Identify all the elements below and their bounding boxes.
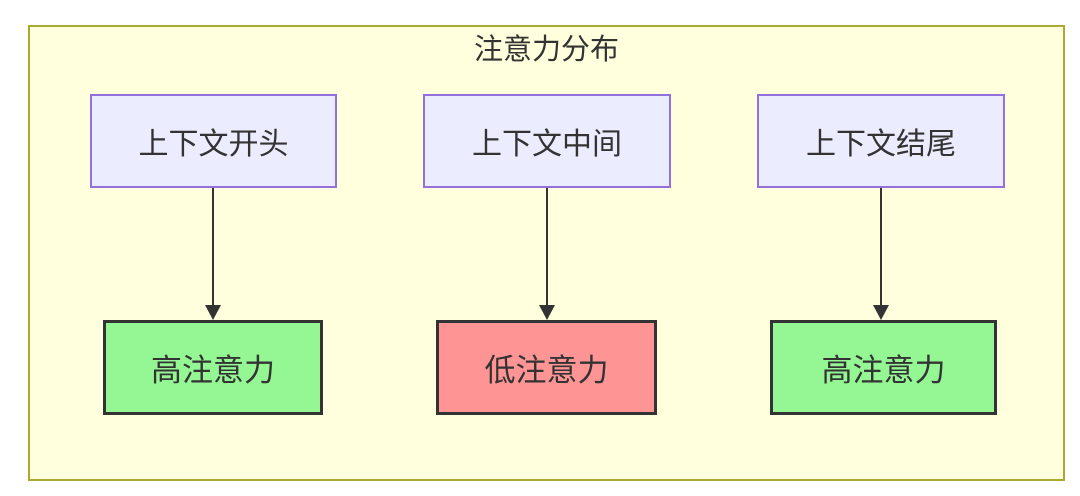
arrowhead-down-icon [873, 305, 889, 320]
node-high-attention-right: 高注意力 [770, 320, 997, 415]
diagram-title: 注意力分布 [473, 34, 619, 66]
node-label: 上下文结尾 [806, 128, 956, 161]
node-label: 低注意力 [484, 353, 609, 388]
node-high-attention-left: 高注意力 [103, 320, 323, 415]
node-low-attention-middle: 低注意力 [436, 320, 657, 415]
arrow-shaft [546, 188, 548, 305]
arrow-shaft [880, 188, 882, 305]
node-label: 高注意力 [821, 353, 946, 388]
arrowhead-down-icon [539, 305, 555, 320]
node-label: 高注意力 [151, 353, 275, 388]
node-context-middle: 上下文中间 [423, 94, 671, 188]
node-label: 上下文中间 [472, 128, 622, 161]
arrow-shaft [212, 188, 214, 305]
node-context-end: 上下文结尾 [757, 94, 1005, 188]
node-label: 上下文开头 [138, 128, 289, 161]
diagram-container: 注意力分布 上下文开头 高注意力 上下文中间 低注意力 上下文结尾 高注意力 [28, 25, 1065, 481]
node-context-beginning: 上下文开头 [90, 94, 337, 188]
arrowhead-down-icon [205, 305, 221, 320]
